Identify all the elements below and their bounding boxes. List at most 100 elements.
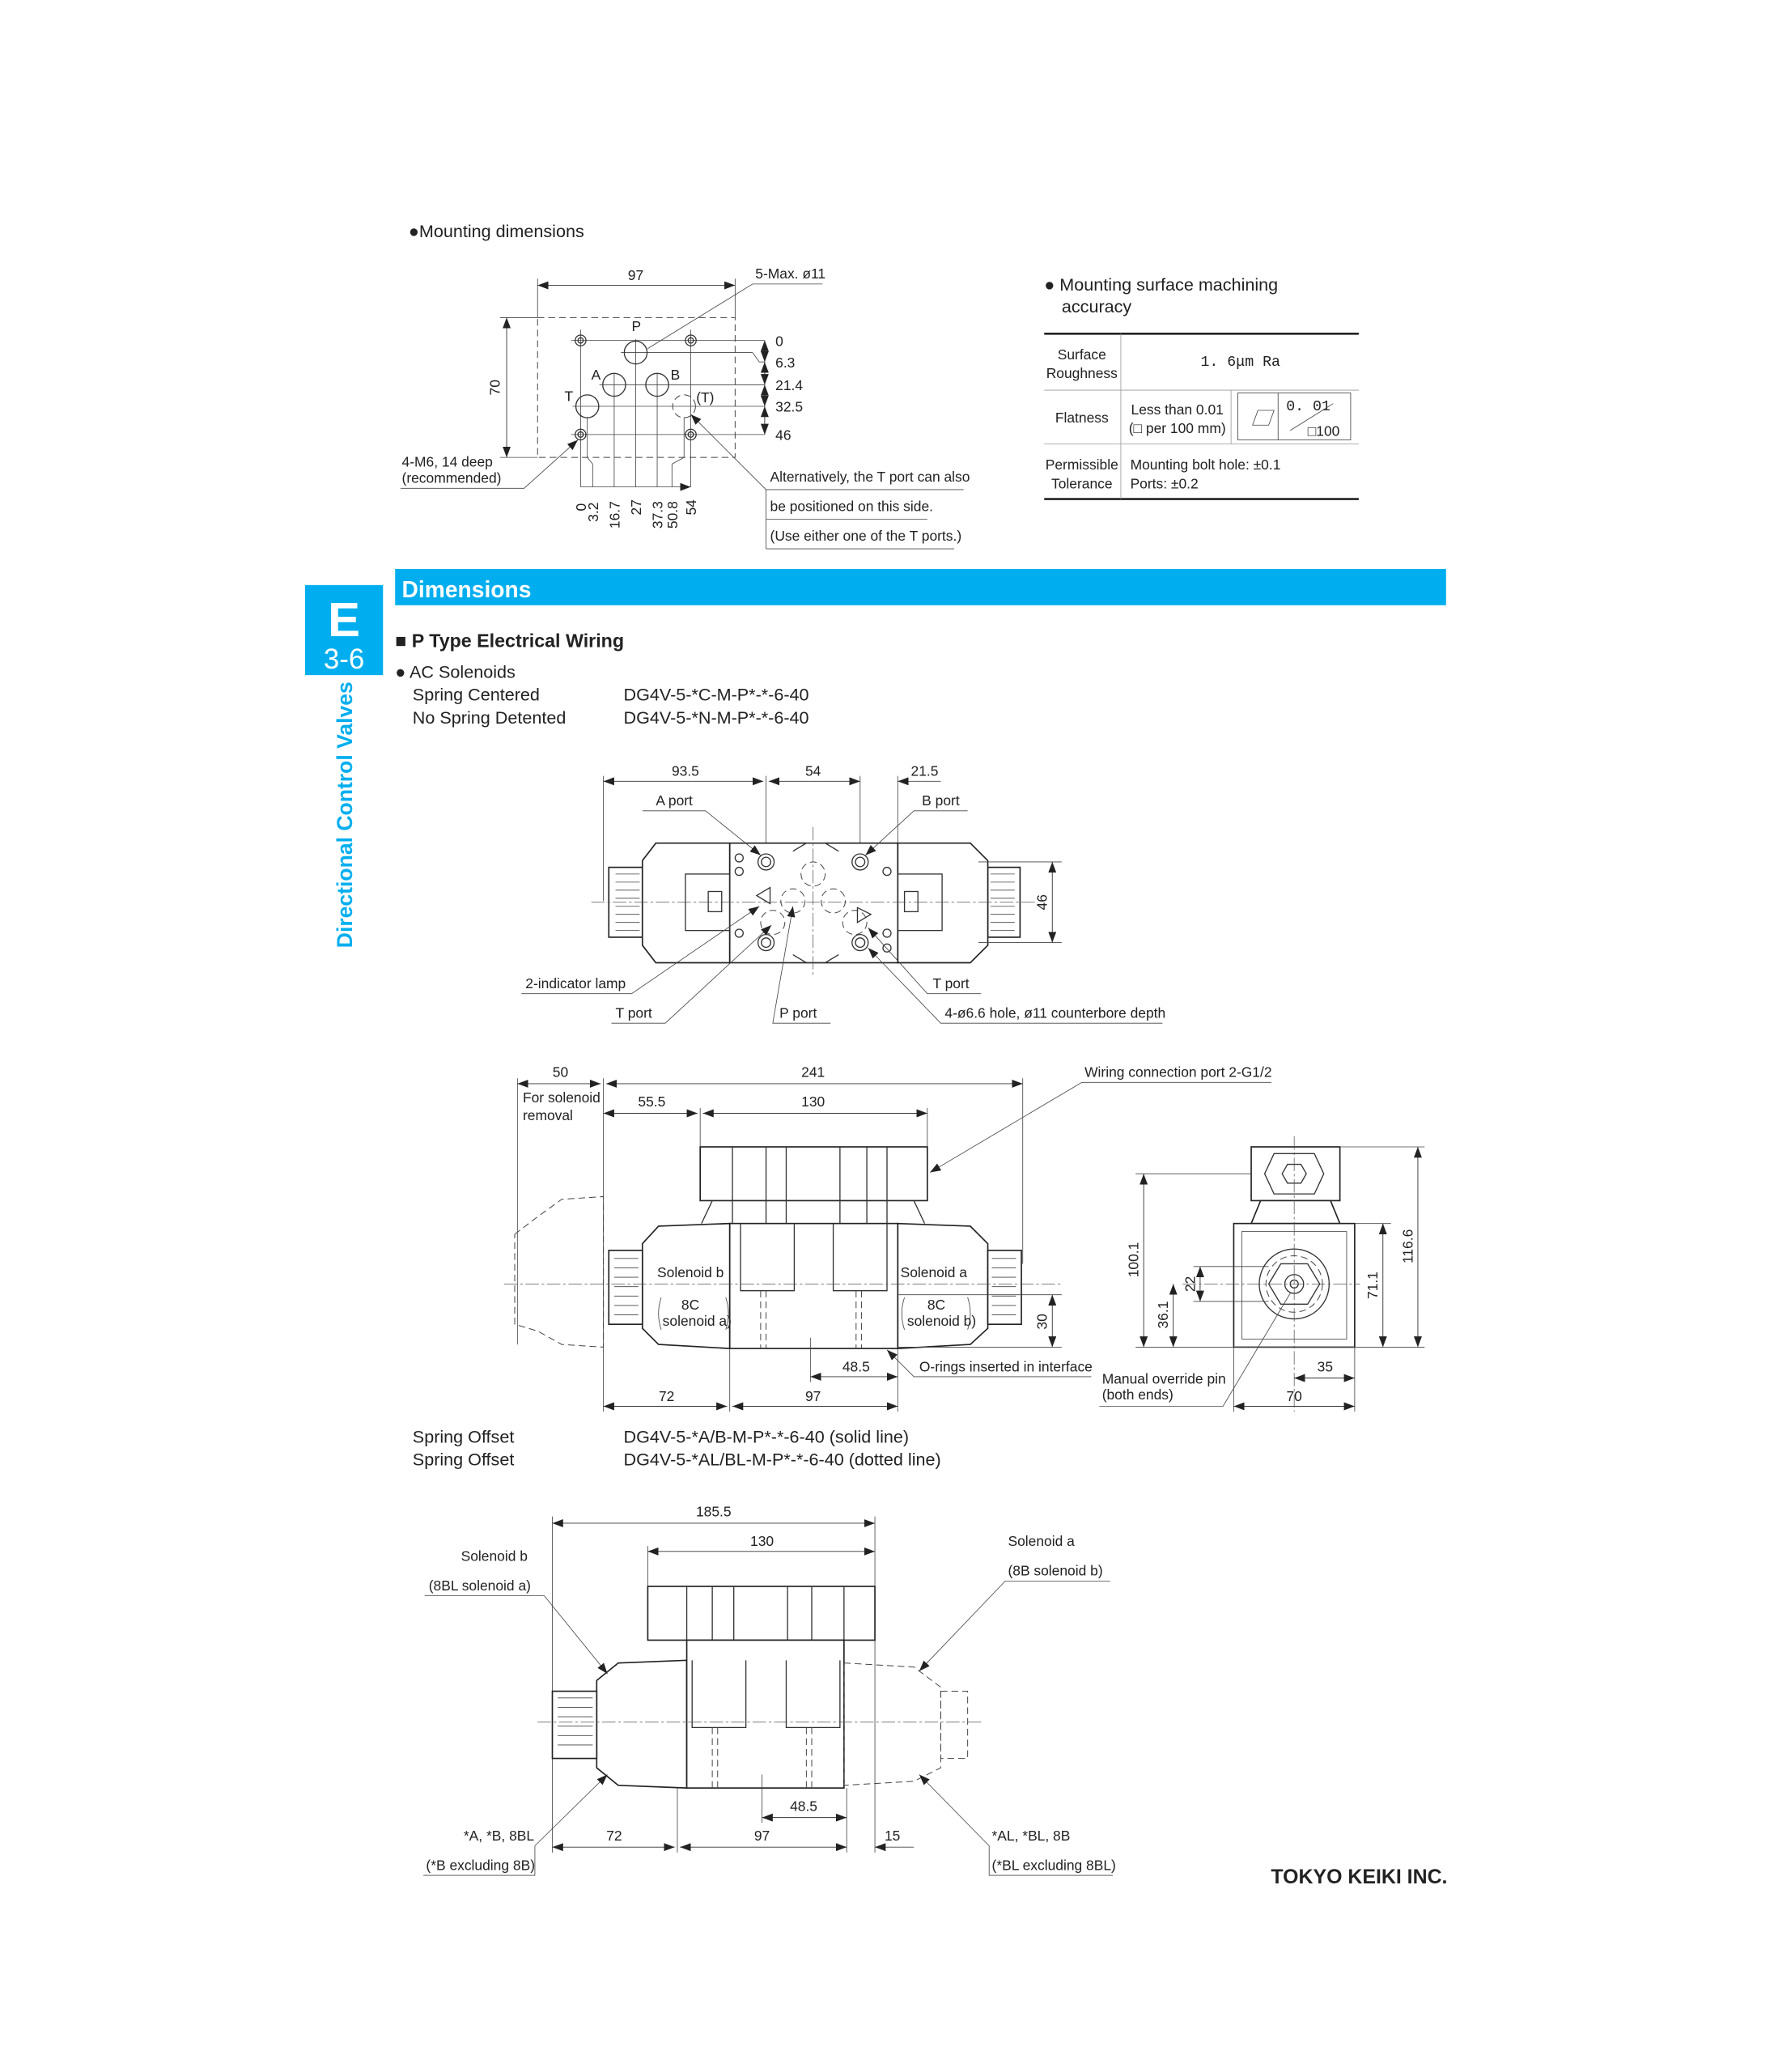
removal-note-2: removal	[523, 1107, 573, 1123]
bolt-holes	[575, 334, 697, 441]
flatness-value: Less than 0.01	[1131, 401, 1224, 418]
ac-heading: ● AC Solenoids	[395, 661, 516, 681]
valve-front-view: 50 241 For solenoid removal 55.5 130 Wir…	[503, 1064, 1272, 1412]
solenoid-a-label: Solenoid a	[901, 1264, 968, 1280]
vertical-title: Directional Control Valves	[333, 681, 357, 948]
solenoid-b	[596, 1659, 688, 1789]
right-note: *AL, *BL, 8B	[992, 1828, 1071, 1844]
model-name: Spring Offset	[413, 1450, 515, 1470]
port-b	[645, 372, 669, 397]
y-dim-4: 46	[775, 427, 791, 444]
x-dims: 0 3.2 16.7 27 37.3 50.8 54	[573, 499, 699, 529]
machining-accuracy-table: ● Mounting surface machining accuracy Su…	[1044, 274, 1359, 500]
label-p: P	[631, 318, 641, 334]
row-label: Flatness	[1055, 410, 1109, 426]
tolerance-value-2: Ports: ±0.2	[1131, 475, 1199, 491]
model-code: DG4V-5-*AL/BL-M-P*-*-6-40 (dotted line)	[624, 1450, 941, 1470]
model-code: DG4V-5-*C-M-P*-*-6-40	[624, 685, 809, 705]
dim-70: 70	[1286, 1388, 1302, 1404]
tolerance-value: Mounting bolt hole: ±0.1	[1131, 456, 1281, 473]
row-label: Tolerance	[1051, 475, 1113, 491]
subsection-title: ■ P Type Electrical Wiring	[395, 630, 624, 651]
model-code: DG4V-5-*N-M-P*-*-6-40	[624, 707, 809, 728]
mounting-heading: ●Mounting dimensions	[409, 221, 584, 241]
flatness-symbol-box	[1237, 392, 1352, 440]
solenoid-b	[641, 1222, 731, 1349]
dim-97: 97	[754, 1828, 770, 1844]
left-solenoid-housing	[641, 842, 731, 964]
dim-116-6: 116.6	[1399, 1229, 1415, 1263]
bolt-note: 4-M6, 14 deep	[402, 454, 493, 470]
solenoid-a-type: (8B solenoid b)	[1008, 1563, 1102, 1579]
p-port-label: P port	[779, 1005, 817, 1021]
dim-93-5: 93.5	[672, 763, 699, 779]
dim-97: 97	[628, 267, 643, 283]
solenoid-b-label: Solenoid b	[461, 1548, 528, 1564]
dim-22: 22	[1182, 1276, 1198, 1292]
side-tab	[304, 584, 384, 676]
dim-15: 15	[885, 1828, 900, 1844]
dim-30: 30	[1034, 1314, 1050, 1330]
dim-48-5: 48.5	[790, 1798, 817, 1814]
dim-21-5: 21.5	[911, 763, 939, 779]
model-name: Spring Offset	[413, 1426, 515, 1446]
accuracy-heading: ● Mounting surface machining	[1044, 274, 1278, 295]
label-a: A	[592, 367, 601, 383]
dim-97: 97	[805, 1388, 821, 1404]
removal-note: For solenoid	[523, 1089, 601, 1106]
mounting-dimensions-drawing: ●Mounting dimensions 97 70 5-Max. ø11 0 …	[400, 221, 970, 550]
dim-100-1: 100.1	[1126, 1242, 1142, 1278]
x-dim-2: 16.7	[607, 501, 623, 529]
x-dim-3: 27	[628, 499, 644, 515]
valve-top-view: 93.5 54 21.5 46 A port B port 2-indicato…	[521, 763, 1165, 1024]
bolt-note-2: (recommended)	[402, 470, 502, 486]
label-t: T	[564, 388, 573, 404]
x-dim-1: 3.2	[585, 503, 601, 522]
x-dim-0: 0	[573, 503, 589, 512]
solenoid-a-type: 8C	[927, 1297, 945, 1313]
dim-54: 54	[805, 763, 821, 779]
dim-72: 72	[659, 1388, 674, 1404]
valve-side-view: 100.1 36.1 22 71.1 116.6 35 70 Manual ov…	[1099, 1136, 1425, 1412]
wiring-port-label: Wiring connection port 2-G1/2	[1084, 1064, 1271, 1081]
model-code: DG4V-5-*A/B-M-P*-*-6-40 (solid line)	[624, 1426, 910, 1446]
t-port-left-label: T port	[616, 1005, 652, 1021]
surface-roughness-value: 1. 6μm Ra	[1200, 355, 1280, 371]
hole-note: 5-Max. ø11	[755, 265, 825, 282]
solenoid-b-type: (8BL solenoid a)	[429, 1577, 531, 1594]
solenoid-b-type-2: solenoid a)	[663, 1313, 732, 1329]
y-dim-3: 32.5	[775, 399, 803, 415]
section-bar	[395, 568, 1446, 605]
dim-241: 241	[801, 1064, 825, 1081]
dim-70: 70	[487, 380, 503, 396]
mounting-outline	[537, 316, 736, 458]
row-label: Roughness	[1046, 365, 1118, 381]
valve-body	[685, 1639, 845, 1789]
alt-note-1: Alternatively, the T port can also	[770, 469, 970, 485]
dim-36-1: 36.1	[1155, 1301, 1171, 1329]
dim-48-5: 48.5	[842, 1358, 870, 1374]
alt-note-3: (Use either one of the T ports.)	[770, 528, 962, 544]
y-dim-0: 0	[775, 333, 783, 349]
override-label-2: (both ends)	[1102, 1386, 1173, 1403]
t-port-right-label: T port	[932, 975, 969, 991]
flatness-symbol-per: □100	[1308, 423, 1340, 439]
dim-71-1: 71.1	[1364, 1272, 1381, 1299]
label-t-alt: (T)	[696, 389, 714, 405]
right-solenoid-housing	[897, 842, 989, 964]
dim-46: 46	[1034, 894, 1050, 910]
alt-note-2: be positioned on this side.	[770, 499, 933, 515]
y-dim-2: 21.4	[775, 377, 803, 393]
dim-130: 130	[801, 1093, 825, 1110]
solenoid-b-type: 8C	[681, 1297, 699, 1313]
model-name: No Spring Detented	[413, 707, 567, 728]
right-note-2: (*BL excluding 8BL)	[992, 1857, 1116, 1873]
flatness-symbol-value: 0. 01	[1286, 399, 1330, 415]
dim-35: 35	[1318, 1358, 1333, 1374]
flatness-value-2: (□ per 100 mm)	[1129, 420, 1226, 436]
y-dim-1: 6.3	[775, 355, 795, 371]
solenoid-a-label: Solenoid a	[1008, 1533, 1075, 1549]
x-dim-5: 50.8	[664, 501, 681, 529]
left-note-2: (*B excluding 8B)	[426, 1857, 535, 1873]
valve-body	[728, 1222, 899, 1349]
